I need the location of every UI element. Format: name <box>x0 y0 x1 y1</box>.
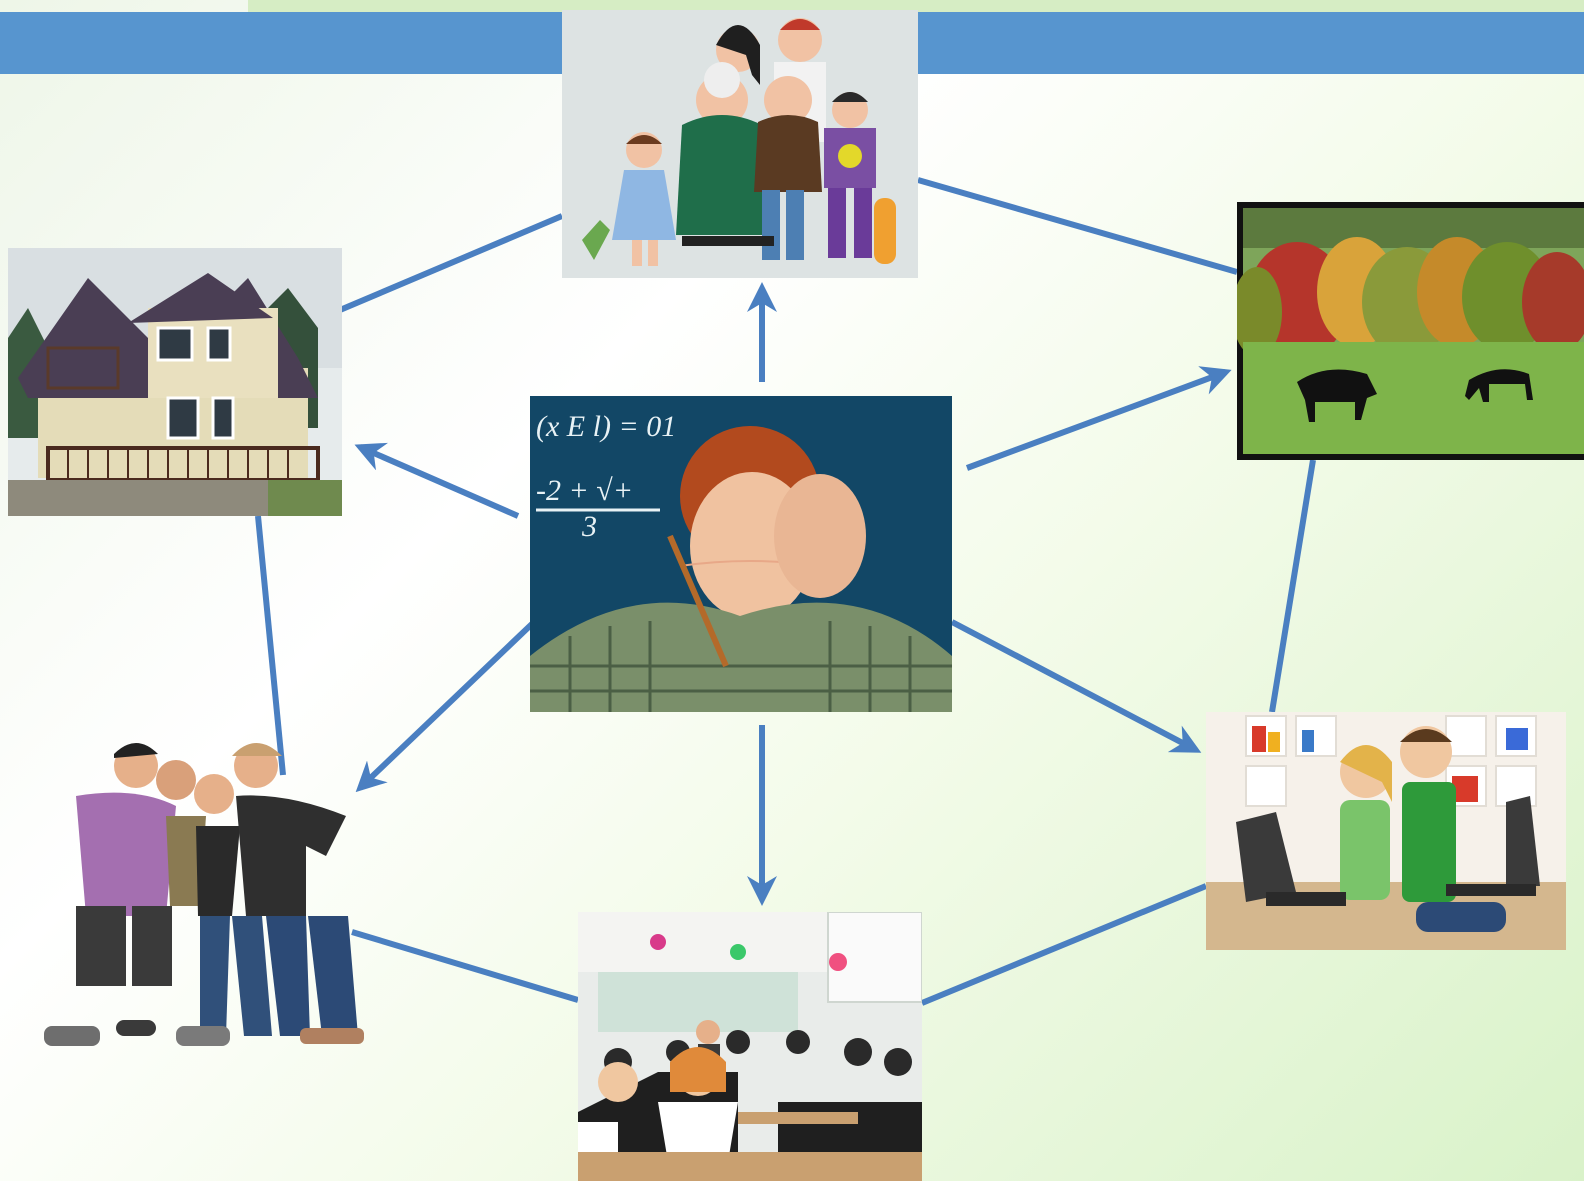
link-school-friends <box>351 929 579 1003</box>
link-family-nature <box>917 177 1238 275</box>
top-accent-strip <box>248 0 1584 12</box>
kids-laptops-image <box>1206 712 1566 950</box>
house-photo-image <box>8 248 342 516</box>
family-illustration-image <box>562 10 918 278</box>
formula-text-2: -2 + √+ <box>536 474 633 507</box>
arrow-to-friends <box>355 619 537 793</box>
boy-at-chalkboard-image: (x E l) = 01 -2 + √+ 3 <box>530 396 952 712</box>
arrow-to-house <box>354 442 520 519</box>
arrow-to-computer <box>950 619 1202 753</box>
link-house-family <box>338 213 564 313</box>
link-friends-house <box>255 515 286 776</box>
formula-text-3: 3 <box>581 510 597 543</box>
link-computer-school <box>920 883 1208 1006</box>
arrow-to-nature <box>965 366 1232 471</box>
classroom-photo-image <box>578 912 922 1181</box>
link-nature-computer <box>1269 459 1316 713</box>
teenagers-group-image <box>36 736 370 1054</box>
formula-text-1: (x E l) = 01 <box>536 410 676 443</box>
horses-meadow-image <box>1237 202 1584 460</box>
